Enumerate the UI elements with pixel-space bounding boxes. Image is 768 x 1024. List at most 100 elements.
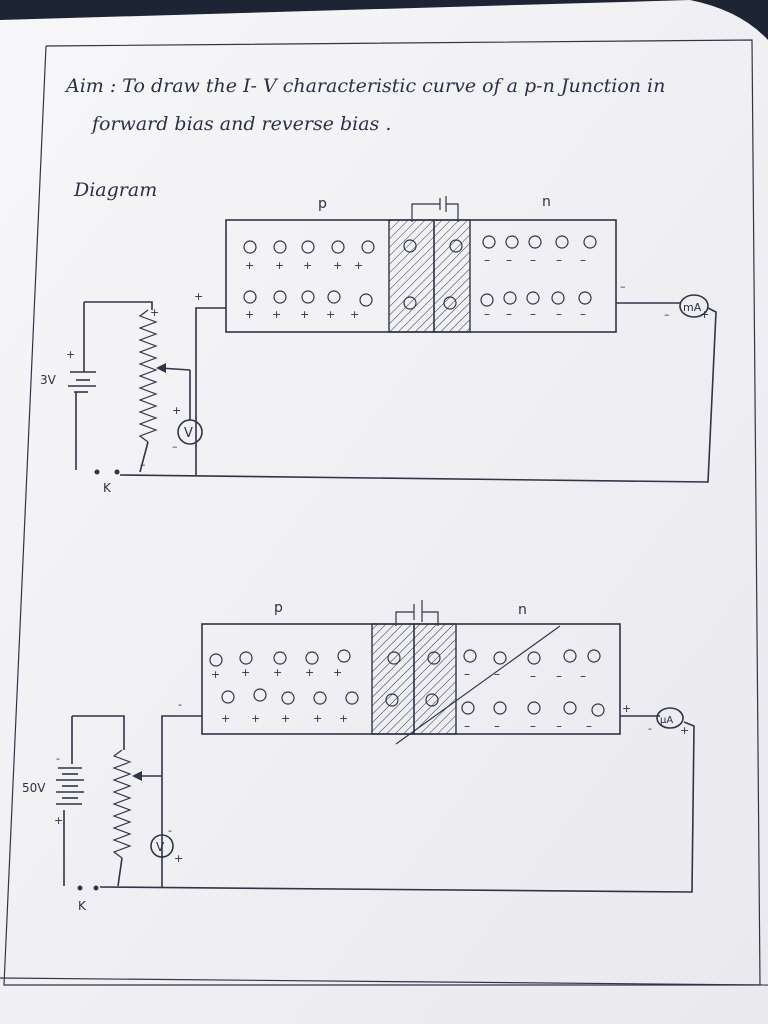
- svg-text:+: +: [700, 308, 709, 321]
- reverse-bias-circuit: p n + + + + + + + + + + – – – – – – – – – –: [22, 600, 695, 913]
- forward-bias-circuit: p n +++++ +++++ ––––– –––––: [40, 194, 717, 495]
- svg-text:+: +: [211, 668, 220, 681]
- svg-text:+: +: [326, 308, 335, 321]
- forward-voltmeter-label: V: [184, 426, 193, 441]
- forward-key-label: K: [103, 481, 112, 495]
- svg-text:–: –: [464, 719, 470, 733]
- svg-text:–: –: [484, 253, 490, 267]
- forward-ammeter: [679, 294, 709, 318]
- svg-text:–: –: [556, 719, 562, 733]
- svg-text:–: –: [494, 719, 500, 733]
- svg-text:+: +: [333, 259, 342, 272]
- forward-wire-left: [195, 307, 226, 475]
- forward-battery: [68, 371, 96, 393]
- forward-wire-top: [84, 301, 153, 310]
- reverse-depletion-left: [371, 623, 415, 735]
- svg-text:–: –: [556, 669, 562, 683]
- forward-rheostat: [138, 309, 158, 443]
- svg-text:–: –: [580, 253, 586, 267]
- svg-text:–: –: [530, 253, 536, 267]
- reverse-key-label: K: [78, 899, 87, 913]
- reverse-wire-top: [72, 715, 125, 750]
- reverse-battery-label: 50V: [22, 781, 46, 795]
- svg-text:+: +: [245, 259, 254, 272]
- svg-text:–: –: [506, 307, 512, 321]
- reverse-key: [77, 885, 83, 891]
- reverse-ammeter: [656, 707, 684, 729]
- reverse-p-label: p: [274, 600, 283, 616]
- svg-text:+: +: [272, 308, 281, 321]
- svg-text:+: +: [313, 712, 322, 725]
- reverse-depletion-right: [413, 623, 457, 735]
- svg-text:-: -: [168, 824, 172, 837]
- forward-battery-label: 3V: [40, 373, 57, 387]
- svg-text:+: +: [273, 666, 282, 679]
- forward-n-label: n: [542, 194, 551, 210]
- svg-text:–: –: [530, 669, 536, 683]
- svg-text:-: -: [648, 722, 652, 735]
- svg-text:+: +: [350, 308, 359, 321]
- forward-n-ions: [480, 235, 597, 307]
- reverse-ammeter-label: µA: [660, 715, 673, 726]
- reverse-wire-left: [161, 715, 202, 888]
- svg-text:–: –: [506, 253, 512, 267]
- svg-text:+: +: [339, 712, 348, 725]
- forward-p-ions: [243, 240, 375, 307]
- svg-text:–: –: [484, 307, 490, 321]
- svg-text:+: +: [300, 308, 309, 321]
- aim-line-2: forward bias and reverse bias .: [90, 113, 391, 135]
- svg-text:+: +: [194, 290, 203, 303]
- svg-text:+: +: [241, 666, 250, 679]
- forward-depletion-left: [388, 219, 435, 333]
- forward-wire-return: [119, 307, 717, 483]
- reverse-wire-return: [99, 721, 695, 893]
- reverse-voltmeter: [150, 834, 174, 858]
- svg-text:–: –: [556, 307, 562, 321]
- svg-text:+: +: [221, 712, 230, 725]
- svg-text:–: –: [140, 458, 146, 471]
- svg-text:+: +: [281, 712, 290, 725]
- reverse-n-signs: – – – – – – – – – –: [464, 667, 592, 733]
- svg-text:+: +: [172, 404, 181, 417]
- page-bottom-line: [0, 977, 768, 986]
- svg-text:+: +: [54, 814, 63, 827]
- reverse-cell-symbol: [395, 600, 439, 626]
- svg-text:–: –: [580, 669, 586, 683]
- reverse-diagonal-stroke: [395, 625, 561, 745]
- svg-text:+: +: [333, 666, 342, 679]
- svg-text:+: +: [275, 259, 284, 272]
- svg-text:–: –: [580, 307, 586, 321]
- svg-text:–: –: [586, 719, 592, 733]
- svg-text:+: +: [305, 666, 314, 679]
- svg-text:+: +: [251, 712, 260, 725]
- reverse-depletion-ions: [385, 651, 441, 707]
- svg-text:–: –: [664, 308, 670, 321]
- svg-text:–: –: [494, 667, 500, 681]
- reverse-n-label: n: [518, 602, 527, 618]
- aim-line-1: Aim : To draw the I- V characteristic cu…: [64, 75, 665, 97]
- svg-text:+: +: [354, 259, 363, 272]
- svg-text:–: –: [530, 719, 536, 733]
- reverse-voltmeter-label: V: [156, 840, 165, 854]
- svg-text:–: –: [464, 667, 470, 681]
- svg-text:+: +: [622, 702, 631, 715]
- svg-text:+: +: [174, 852, 183, 865]
- forward-n-signs: ––––– –––––: [484, 253, 586, 321]
- forward-cell-symbol: [411, 196, 459, 222]
- svg-text:–: –: [172, 440, 178, 453]
- forward-depletion-ions: [403, 239, 463, 310]
- reverse-rheostat: [112, 749, 132, 859]
- reverse-battery: [56, 767, 84, 805]
- svg-text:+: +: [66, 348, 75, 361]
- reverse-p-ions: [209, 649, 359, 705]
- reverse-p-signs: + + + + + + + + + +: [211, 666, 348, 725]
- reverse-n-ions: [461, 649, 605, 717]
- svg-text:-: -: [56, 752, 60, 765]
- forward-p-signs: +++++ +++++: [245, 259, 363, 321]
- svg-text:+: +: [150, 306, 159, 319]
- svg-text:–: –: [620, 280, 626, 293]
- forward-key: [94, 469, 100, 475]
- forward-depletion-right: [433, 219, 471, 333]
